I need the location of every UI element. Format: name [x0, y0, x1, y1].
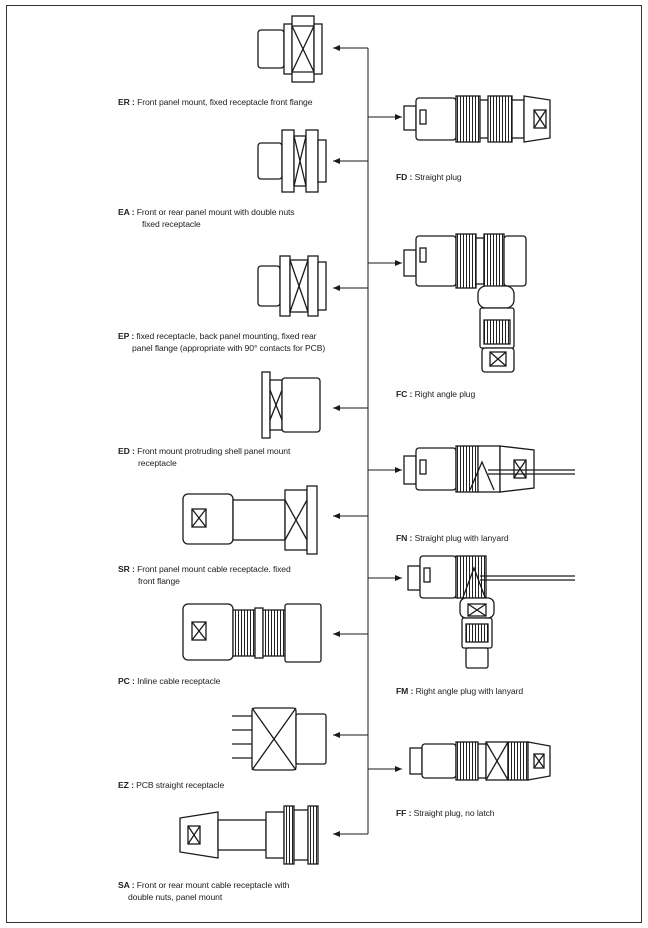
ea-receptacle-drawing	[257, 129, 327, 193]
desc-sr-2: front flange	[138, 575, 180, 586]
caption-ea: EA : Front or rear panel mount with doub…	[118, 207, 295, 230]
desc-fc: Right angle plug	[414, 389, 476, 399]
desc-ed-2: receptacle	[138, 457, 177, 468]
caption-ed: ED : Front mount protruding shell panel …	[118, 446, 290, 469]
fc-plug-drawing	[403, 233, 527, 373]
code-sr: SR :	[118, 564, 135, 574]
caption-fd: FD : Straight plug	[396, 172, 462, 184]
caption-fn: FN : Straight plug with lanyard	[396, 533, 509, 545]
desc-er: Front panel mount, fixed receptacle fron…	[137, 97, 313, 107]
desc-ff: Straight plug, no latch	[413, 808, 495, 818]
caption-ff: FF : Straight plug, no latch	[396, 808, 495, 820]
desc-ep-2: panel flange (appropriate with 90° conta…	[132, 342, 326, 353]
plug-arrows	[368, 114, 402, 772]
ff-plug-drawing	[409, 741, 551, 781]
code-ed: ED :	[118, 446, 135, 456]
desc-sa-2: double nuts, panel mount	[128, 891, 223, 902]
caption-sr: SR : Front panel mount cable receptacle.…	[118, 564, 291, 587]
code-fn: FN :	[396, 533, 413, 543]
code-fd: FD :	[396, 172, 413, 182]
er-receptacle-drawing	[257, 15, 323, 83]
code-ep: EP :	[118, 331, 135, 341]
desc-fn: Straight plug with lanyard	[414, 533, 509, 543]
caption-ez: EZ : PCB straight receptacle	[118, 780, 224, 792]
caption-ep: EP : fixed receptacle, back panel mounti…	[118, 331, 325, 354]
desc-sr: Front panel mount cable receptacle. fixe…	[137, 564, 291, 574]
ep-receptacle-drawing	[257, 255, 327, 317]
caption-fc: FC : Right angle plug	[396, 389, 475, 401]
pc-receptacle-drawing	[182, 603, 322, 663]
caption-fm: FM : Right angle plug with lanyard	[396, 686, 523, 698]
fn-plug-drawing	[403, 445, 575, 493]
desc-ep: fixed receptacle, back panel mounting, f…	[136, 331, 317, 341]
code-er: ER :	[118, 97, 135, 107]
desc-ea-2: fixed receptacle	[142, 218, 201, 229]
figure-frame	[6, 5, 642, 923]
desc-ed: Front mount protruding shell panel mount	[137, 446, 291, 456]
code-ff: FF :	[396, 808, 412, 818]
ez-receptacle-drawing	[232, 707, 327, 771]
sr-receptacle-drawing	[182, 485, 318, 555]
sa-receptacle-drawing	[179, 805, 319, 865]
fd-plug-drawing	[403, 95, 551, 143]
desc-fm: Right angle plug with lanyard	[415, 686, 524, 696]
desc-ez: PCB straight receptacle	[136, 780, 225, 790]
desc-pc: Inline cable receptacle	[137, 676, 221, 686]
caption-pc: PC : Inline cable receptacle	[118, 676, 220, 688]
desc-sa: Front or rear mount cable receptacle wit…	[136, 880, 290, 890]
code-ea: EA :	[118, 207, 135, 217]
code-fc: FC :	[396, 389, 413, 399]
code-ez: EZ :	[118, 780, 134, 790]
receptacle-arrows	[333, 45, 368, 837]
desc-fd: Straight plug	[414, 172, 462, 182]
caption-er: ER : Front panel mount, fixed receptacle…	[118, 97, 312, 109]
ed-receptacle-drawing	[261, 371, 321, 439]
code-pc: PC :	[118, 676, 135, 686]
code-fm: FM :	[396, 686, 414, 696]
fm-plug-drawing	[407, 555, 575, 669]
caption-sa: SA : Front or rear mount cable receptacl…	[118, 880, 289, 903]
desc-ea: Front or rear panel mount with double nu…	[136, 207, 295, 217]
code-sa: SA :	[118, 880, 135, 890]
